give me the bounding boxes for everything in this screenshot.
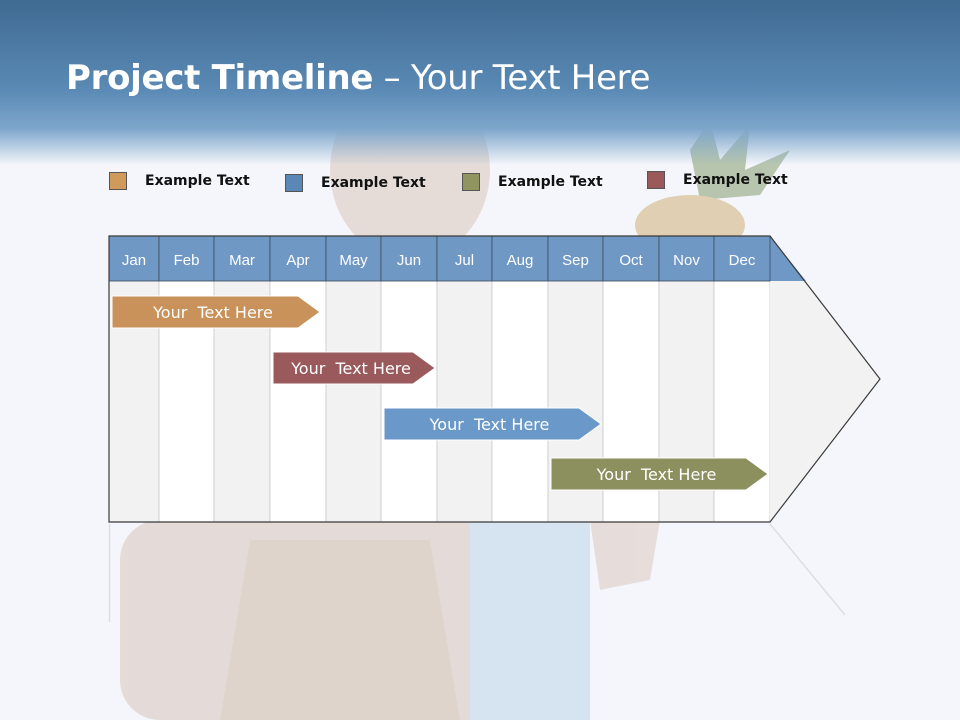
month-header-feb (158, 235, 215, 282)
legend-swatch-1 (109, 172, 127, 190)
month-column-jun (380, 280, 438, 523)
month-label-oct: Oct (619, 252, 643, 269)
month-header-dec (713, 235, 771, 282)
task-bar-label-4: Your Text Here (596, 465, 717, 484)
arrow-tip-body (770, 281, 880, 522)
task-bar-label-2: Your Text Here (290, 359, 411, 378)
month-header-jul (436, 235, 493, 282)
month-label-nov: Nov (673, 252, 700, 269)
month-label-jul: Jul (455, 252, 474, 269)
legend-label-4: Example Text (683, 172, 788, 188)
task-bar-3 (383, 407, 602, 441)
legend-item-4: Example Text (647, 169, 788, 191)
month-label-jan: Jan (122, 252, 146, 269)
timeline-outline (108, 235, 881, 523)
title-banner (0, 0, 960, 165)
month-column-jul (436, 280, 493, 523)
month-header-jan (108, 235, 160, 282)
legend-item-2: Example Text (285, 172, 426, 194)
month-header-sep (547, 235, 604, 282)
task-bar-label-3: Your Text Here (429, 415, 550, 434)
timeline-arrow-tip (770, 236, 880, 522)
legend-swatch-3 (462, 173, 480, 191)
legend-item-1: Example Text (109, 170, 250, 192)
legend-item-3: Example Text (462, 171, 603, 193)
legend-swatch-4 (647, 171, 665, 189)
month-label-may: May (339, 252, 368, 269)
month-label-dec: Dec (729, 252, 756, 269)
legend-label-1: Example Text (145, 173, 250, 189)
month-label-apr: Apr (286, 252, 309, 269)
task-bar-4 (550, 457, 769, 491)
legend-label-2: Example Text (321, 175, 426, 191)
month-label-feb: Feb (174, 252, 200, 269)
legend-swatch-2 (285, 174, 303, 192)
month-label-mar: Mar (229, 252, 255, 269)
month-header-mar (213, 235, 271, 282)
month-header-row: Jan Feb Mar Apr May Jun Jul Aug Sep Oct Nov Dec (108, 235, 771, 282)
month-column-aug (491, 280, 549, 523)
legend-label-3: Example Text (498, 174, 603, 190)
title-rest: – Your Text Here (373, 58, 651, 98)
title-bold: Project Timeline (66, 58, 374, 98)
month-label-jun: Jun (397, 252, 421, 269)
timeline-reflection (108, 523, 846, 622)
month-column-may (325, 280, 382, 523)
slide-title: Project Timeline – Your Text Here (66, 58, 651, 98)
month-header-may (325, 235, 382, 282)
month-header-apr (269, 235, 327, 282)
month-label-sep: Sep (562, 252, 589, 269)
month-header-nov (658, 235, 715, 282)
task-bar-2 (272, 351, 436, 385)
task-bar-1 (111, 295, 321, 329)
task-bar-label-1: Your Text Here (152, 303, 273, 322)
month-label-aug: Aug (507, 252, 534, 269)
